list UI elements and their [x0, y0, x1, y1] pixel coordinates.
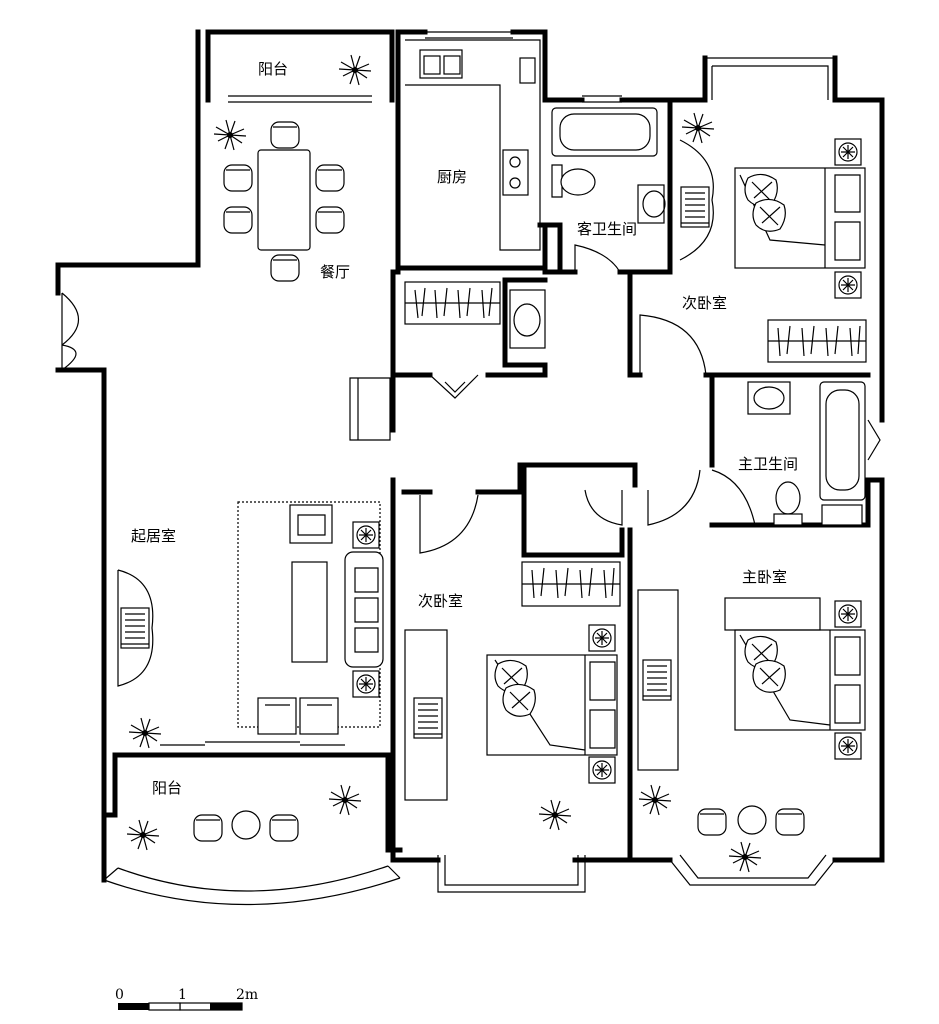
label-master-bath: 主卫生间 [738, 455, 798, 473]
room-labels: 阳台 厨房 餐厅 客卫生间 次卧室 主卫生间 起居室 次卧室 主卧室 阳台 [131, 60, 798, 797]
ne-bedroom-furniture [679, 138, 866, 299]
scale-tick-0: 0 [115, 987, 124, 1003]
windows [160, 31, 881, 893]
s-bedroom-furniture [404, 624, 618, 801]
scale-tick-1: 1 [178, 987, 187, 1003]
scale-tick-2: 2m [236, 987, 258, 1003]
dining-set [223, 121, 345, 282]
label-balcony-top: 阳台 [258, 60, 288, 78]
scale-bar: 0 1 2m [115, 987, 258, 1011]
master-bath-fixtures [747, 381, 866, 526]
kitchen-fixtures [405, 39, 541, 251]
label-living: 起居室 [131, 527, 176, 545]
bay-balcony [669, 854, 836, 886]
balcony-furniture [193, 805, 805, 842]
balcony-curve [103, 865, 401, 906]
label-guest-bath: 客卫生间 [577, 220, 637, 238]
label-balcony-bottom: 阳台 [152, 779, 182, 797]
living-furniture [117, 501, 384, 735]
master-bedroom-furniture [637, 589, 866, 771]
label-kitchen: 厨房 [437, 168, 467, 186]
walls [55, 29, 885, 883]
guest-bath-fixtures [509, 107, 666, 349]
label-dining: 餐厅 [320, 263, 350, 281]
entry-door [61, 292, 79, 371]
interior-doors [419, 244, 756, 554]
label-master-bedroom: 主卧室 [742, 568, 787, 586]
label-second-bedroom-ne: 次卧室 [682, 294, 727, 312]
label-second-bedroom-s: 次卧室 [418, 592, 463, 610]
closets [404, 281, 867, 607]
